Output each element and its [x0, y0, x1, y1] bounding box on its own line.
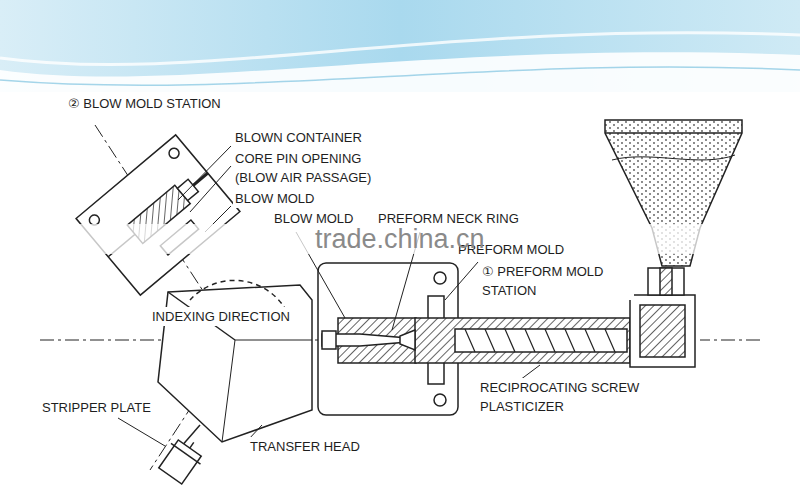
part-label: TRANSFER HEAD: [248, 437, 362, 456]
station-label: ② BLOW MOLD STATION: [66, 94, 223, 113]
watermark-band: [70, 224, 730, 254]
direction-label: INDEXING DIRECTION: [150, 307, 292, 326]
stripper-plate: [156, 432, 209, 486]
part-label: CORE PIN OPENING (BLOW AIR PASSAGE): [233, 149, 377, 187]
screw-barrel: [415, 318, 630, 363]
part-label: BLOWN CONTAINER: [233, 128, 364, 147]
part-label: BLOW MOLD: [233, 189, 316, 208]
part-label: STRIPPER PLATE: [40, 398, 153, 417]
blow-mold-station: [76, 135, 240, 295]
watermark: trade.china.cn: [313, 224, 487, 254]
part-label: RECIPROCATING SCREW PLASTICIZER: [478, 378, 652, 416]
banner: [0, 0, 800, 92]
station-label: ① PREFORM MOLD STATION: [480, 262, 634, 300]
